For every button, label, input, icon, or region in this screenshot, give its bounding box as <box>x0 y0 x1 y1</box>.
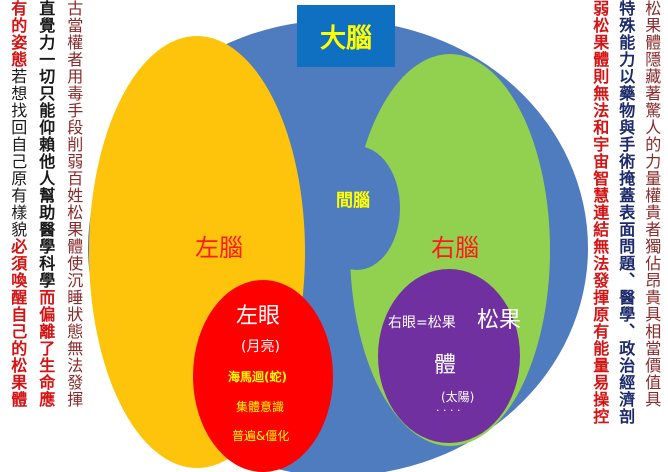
left-text-column-3: 古當權者用毒手段削弱百姓松果體使沉睡狀態無法發揮 <box>62 0 84 472</box>
right-text-column-3: 松果體隱藏著驚人的力量權貴者獨佔昂貴具相當價值具 <box>640 0 662 472</box>
col1-red: 必須喚醒自己的松果體 <box>8 238 28 408</box>
col2-red: 而偏離了生命應 <box>36 289 56 408</box>
left-eye-ellipse <box>193 280 333 472</box>
left-eye-label: 左眼 <box>236 304 281 329</box>
col3-text: 古當權者用毒手段削弱百姓松果體使沉睡狀態無法發揮 <box>64 0 84 408</box>
left-brain-label: 左腦 <box>195 234 243 262</box>
pineal-label: 松果 <box>477 308 522 333</box>
right-brain-label: 右腦 <box>431 234 479 262</box>
cerebrum-title: 大腦 <box>319 23 372 54</box>
dots-label: · · · · <box>436 404 461 417</box>
pineal-body-char: 體 <box>434 353 457 378</box>
col4-text: 松果體隱藏著驚人的力量權貴者獨佔昂貴具相當價值具 <box>642 0 662 408</box>
diencephalon-label: 間腦 <box>336 191 370 211</box>
right-eye-label: 右眼=松果 <box>388 315 456 331</box>
cerebrum-title-box: 大腦 <box>297 5 395 67</box>
universal-rigid-label: 普遍&僵化 <box>232 429 290 443</box>
col2-black: 直覺力一切只能仰賴他人幫助醫學科學 <box>36 0 56 289</box>
col1-tail: 若想找回自己原有樣貌 <box>8 68 28 238</box>
center-brain-ellipse <box>314 146 400 270</box>
col6-text: 弱松果體則無法和宇宙智慧連結無法發揮原有能量易操控 <box>590 0 610 425</box>
col5-text: 特殊能力以藥物與手術掩蓋表面問題、醫學、政治經濟剖 <box>616 0 636 425</box>
collective-consciousness-label: 集體意識 <box>236 400 285 414</box>
col1-head: 有的姿態 <box>8 0 28 68</box>
moon-label: (月亮) <box>241 339 280 355</box>
right-text-column-1: 弱松果體則無法和宇宙智慧連結無法發揮原有能量易操控 <box>588 0 610 472</box>
left-text-column-2: 直覺力一切只能仰賴他人幫助醫學科學 而偏離了生命應 <box>34 0 56 472</box>
right-text-column-2: 特殊能力以藥物與手術掩蓋表面問題、醫學、政治經濟剖 <box>614 0 636 472</box>
right-eye-ellipse <box>378 269 520 443</box>
sun-label: (太陽) <box>441 390 475 404</box>
left-text-column-1: 有的姿態 若想找回自己原有樣貌 必須喚醒自己的松果體 <box>6 0 28 472</box>
hippocampus-label: 海馬迴(蛇) <box>228 370 287 384</box>
